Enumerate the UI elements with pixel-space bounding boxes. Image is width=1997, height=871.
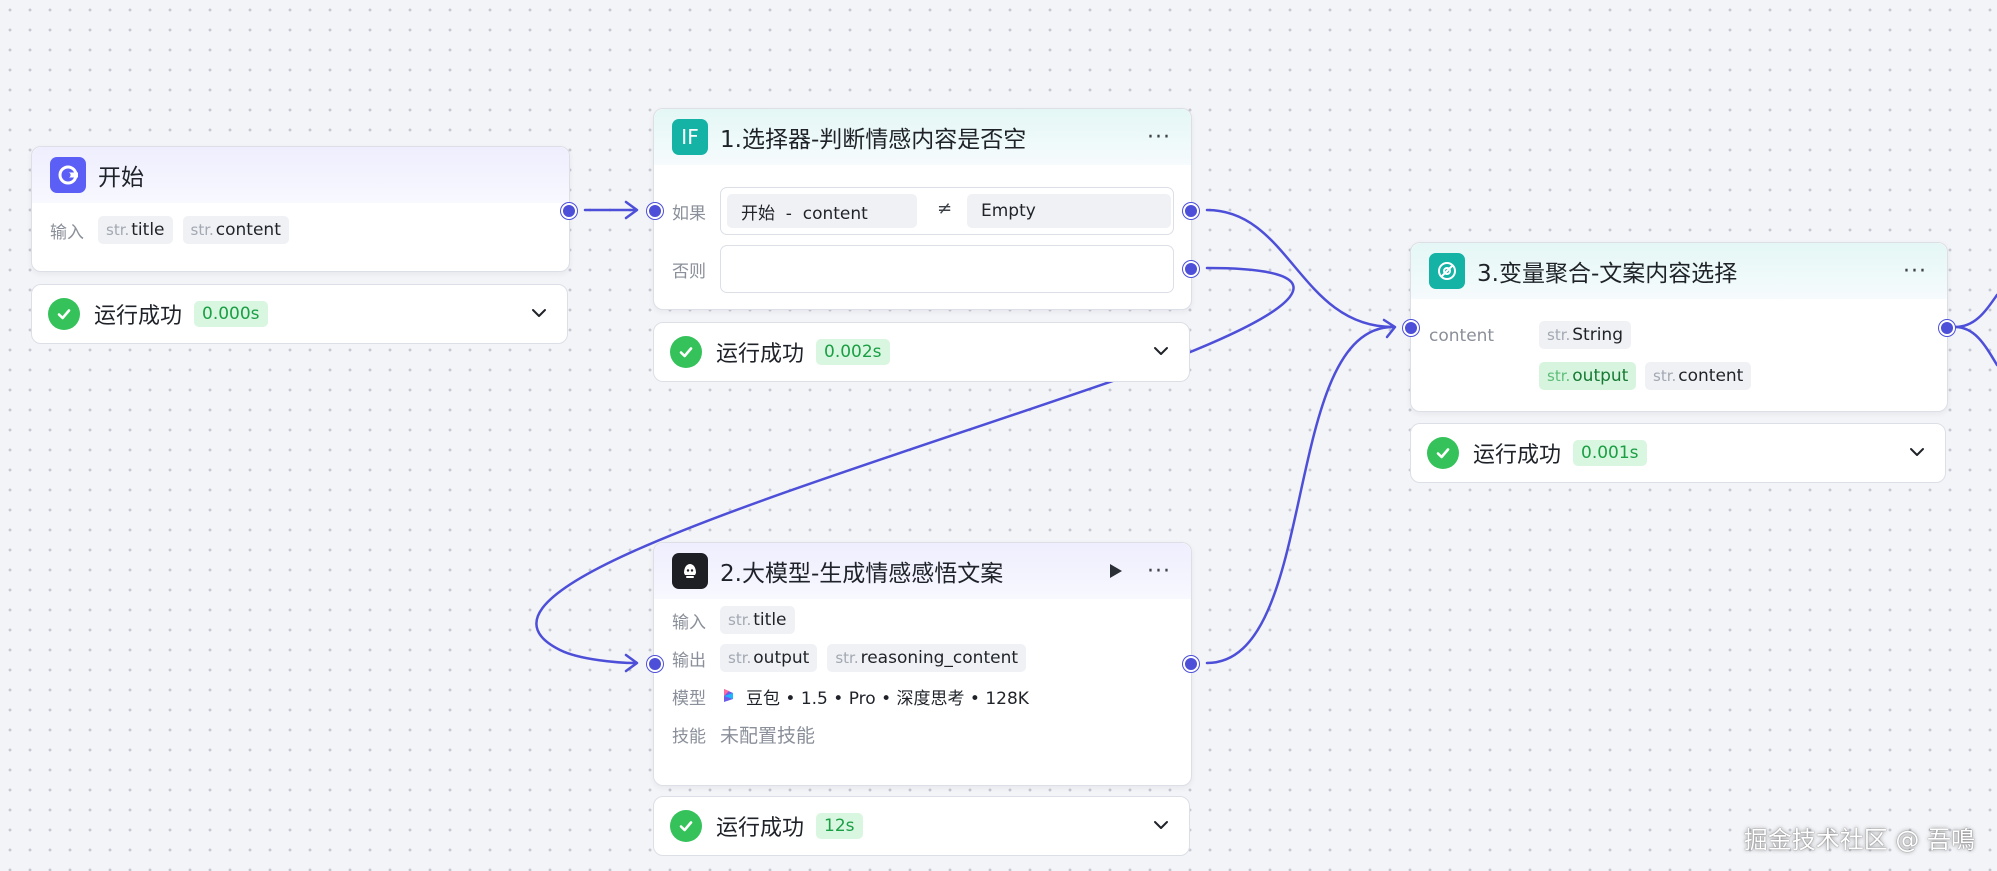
status-text: 运行成功: [94, 304, 183, 329]
edge-aggregate-out-top: [1953, 293, 1997, 329]
edge-aggregate-out: [1953, 325, 1997, 367]
llm-status-bar[interactable]: 运行成功 12s: [653, 796, 1190, 856]
llm-output-row: 输出 str.output str.reasoning_content: [654, 639, 1191, 677]
selector-input-port[interactable]: [647, 203, 663, 219]
chevron-down-icon[interactable]: [1907, 442, 1927, 462]
output-var-reasoning: str.reasoning_content: [827, 644, 1027, 672]
success-check-icon: [670, 336, 702, 368]
condition-right-operand[interactable]: Empty: [967, 194, 1171, 228]
status-time-badge: 12s: [816, 813, 863, 839]
input-label: 输入: [672, 612, 706, 633]
llm-node-title: 2.大模型-生成情感感悟文案: [720, 561, 1004, 587]
llm-input-row: 输入 str.title: [654, 601, 1191, 639]
llm-input-port[interactable]: [647, 656, 663, 672]
input-var-title: str.title: [98, 216, 173, 244]
success-check-icon: [48, 298, 80, 330]
if-icon-text: IF: [681, 125, 699, 149]
chevron-down-icon[interactable]: [1151, 341, 1171, 361]
chevron-down-icon[interactable]: [1151, 815, 1171, 835]
not-equal-operator-icon[interactable]: ≠: [937, 198, 953, 219]
edge-llm-to-aggregate: [1205, 325, 1395, 665]
doubao-model-icon: [724, 689, 733, 702]
status-text: 运行成功: [716, 816, 805, 841]
output-var-output: str.output: [720, 644, 818, 672]
status-time-badge: 0.001s: [1573, 440, 1647, 466]
more-options-icon[interactable]: ···: [1147, 558, 1171, 584]
aggregate-node[interactable]: 3.变量聚合-文案内容选择 ··· content str.String str…: [1410, 242, 1948, 412]
status-text: 运行成功: [716, 342, 805, 367]
selector-status-bar[interactable]: 运行成功 0.002s: [653, 322, 1190, 382]
input-var-title: str.title: [720, 606, 795, 634]
aggregate-var-label: content: [1429, 326, 1495, 346]
llm-skill-row: 技能 未配置技能: [654, 715, 1191, 753]
output-label: 输出: [672, 650, 706, 671]
llm-icon: [672, 553, 708, 589]
status-text: 运行成功: [1473, 443, 1562, 468]
aggregate-var-type: str.String: [1539, 321, 1631, 349]
more-options-icon[interactable]: ···: [1903, 258, 1927, 284]
chevron-down-icon[interactable]: [529, 303, 549, 323]
more-options-icon[interactable]: ···: [1147, 124, 1171, 150]
start-input-row: 输入 str.title str.content: [32, 211, 569, 249]
arrow-head-llm: [624, 653, 639, 673]
run-play-icon[interactable]: [1105, 561, 1125, 581]
condition-left-operand[interactable]: 开始 - content: [727, 194, 917, 228]
selector-else-port[interactable]: [1183, 261, 1199, 277]
if-icon: IF: [672, 119, 708, 155]
selector-node-title: 1.选择器-判断情感内容是否空: [720, 127, 1027, 153]
selector-if-port[interactable]: [1183, 203, 1199, 219]
aggregate-icon: [1429, 253, 1465, 289]
start-status-bar[interactable]: 运行成功 0.000s: [31, 284, 568, 344]
arrow-head-selector: [624, 200, 639, 220]
skill-label: 技能: [672, 726, 706, 747]
aggregate-output-port[interactable]: [1939, 320, 1955, 336]
aggregate-option-content: str.content: [1645, 362, 1752, 390]
selector-node-header: IF 1.选择器-判断情感内容是否空 ···: [654, 109, 1191, 165]
start-node-title: 开始: [98, 165, 144, 191]
success-check-icon: [1427, 437, 1459, 469]
llm-node[interactable]: 2.大模型-生成情感感悟文案 ··· 输入 str.title 输出 str.o…: [653, 542, 1192, 786]
selector-node[interactable]: IF 1.选择器-判断情感内容是否空 ··· 如果 否则 开始 - conten…: [653, 108, 1192, 310]
llm-node-header: 2.大模型-生成情感感悟文案 ···: [654, 543, 1191, 599]
input-label: 输入: [50, 222, 84, 243]
aggregate-node-title: 3.变量聚合-文案内容选择: [1477, 261, 1738, 287]
aggregate-status-bar[interactable]: 运行成功 0.001s: [1410, 423, 1946, 483]
model-name: 豆包 • 1.5 • Pro • 深度思考 • 128K: [746, 688, 1029, 709]
edge-selector-if-to-aggregate: [1205, 208, 1395, 329]
model-label: 模型: [672, 688, 706, 709]
skill-value: 未配置技能: [720, 724, 816, 747]
else-condition-box[interactable]: [720, 245, 1174, 293]
llm-output-port[interactable]: [1183, 656, 1199, 672]
else-label: 否则: [672, 262, 706, 282]
start-node[interactable]: 开始 输入 str.title str.content: [31, 146, 570, 272]
start-node-header: 开始: [32, 147, 569, 203]
start-icon: [50, 157, 86, 193]
input-var-content: str.content: [182, 216, 289, 244]
success-check-icon: [670, 810, 702, 842]
if-label: 如果: [672, 204, 706, 224]
status-time-badge: 0.000s: [194, 301, 268, 327]
arrow-head-aggregate: [1382, 318, 1397, 339]
if-condition-box[interactable]: 开始 - content ≠ Empty: [720, 187, 1174, 235]
start-output-port[interactable]: [561, 203, 577, 219]
aggregate-node-header: 3.变量聚合-文案内容选择 ···: [1411, 243, 1947, 299]
watermark: 掘金技术社区 @ 吾鳴: [1743, 826, 1975, 854]
llm-model-row: 模型 豆包 • 1.5 • Pro • 深度思考 • 128K: [654, 677, 1191, 715]
aggregate-option-output: str.output: [1539, 362, 1637, 390]
status-time-badge: 0.002s: [816, 339, 890, 365]
aggregate-input-port[interactable]: [1403, 320, 1419, 336]
